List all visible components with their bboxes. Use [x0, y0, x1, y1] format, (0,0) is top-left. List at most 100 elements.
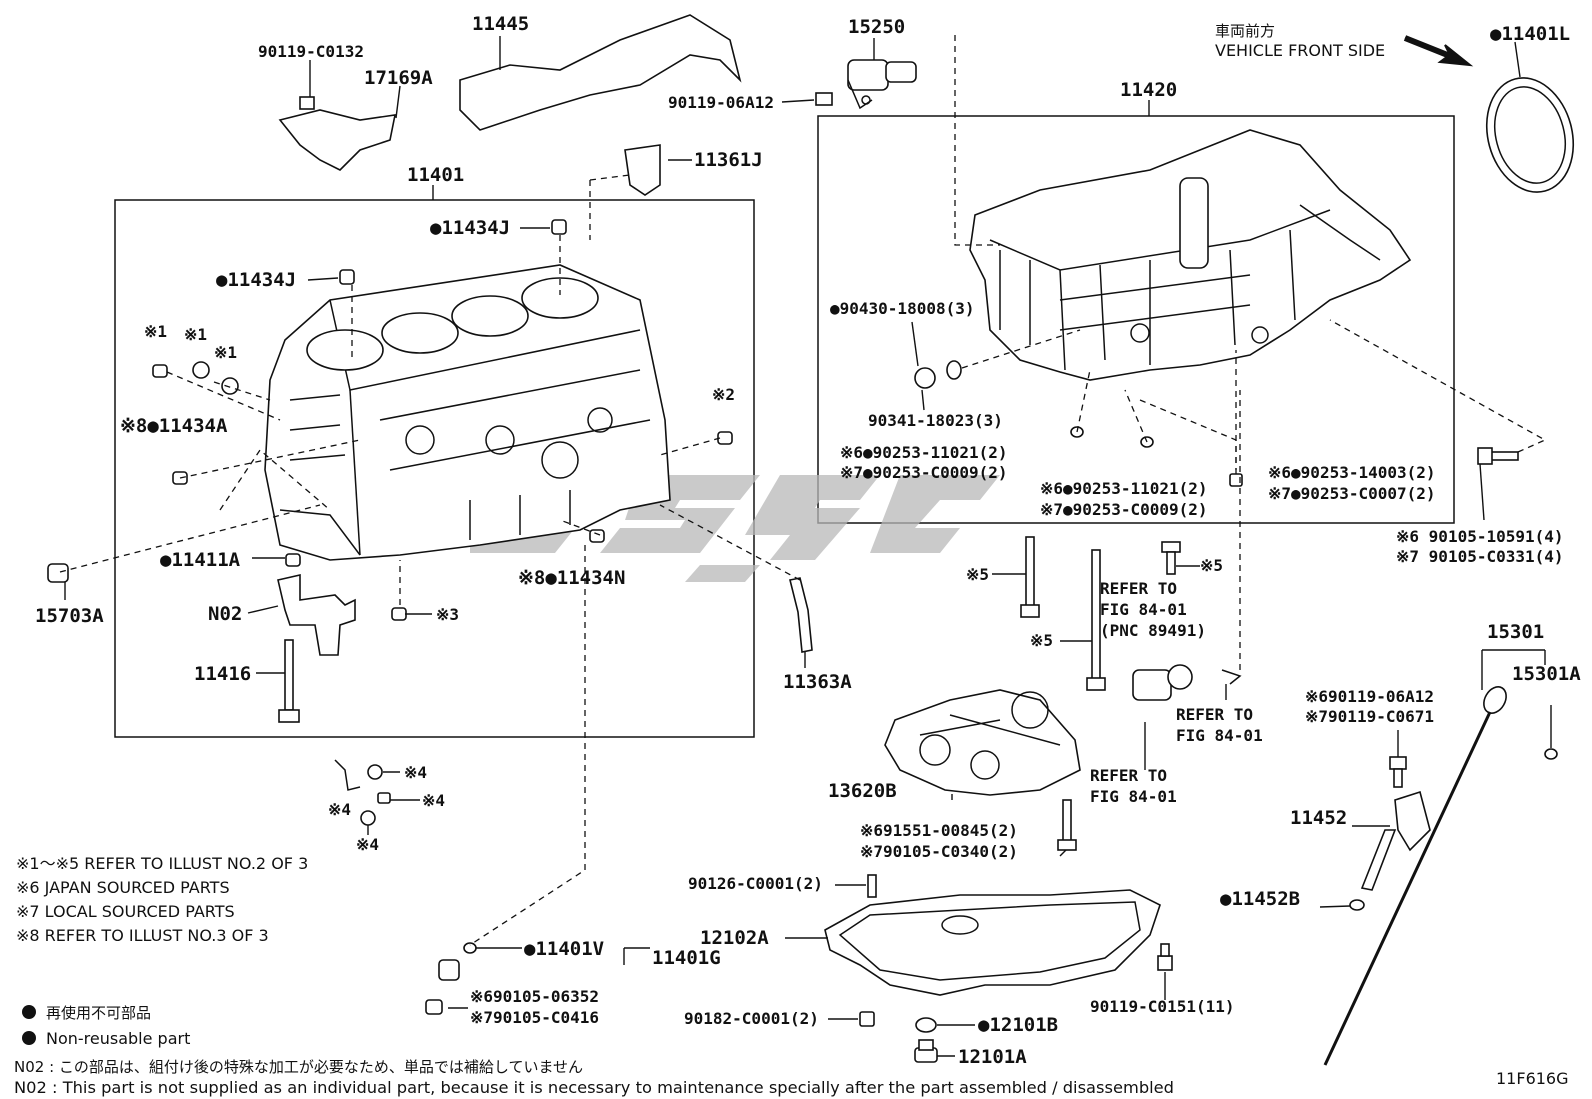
dipstick-guide-11452-drawing — [1360, 790, 1431, 891]
nut-90182 — [859, 1011, 875, 1027]
label-11363A[interactable]: 11363A — [783, 671, 852, 693]
bolt-x5-a — [1020, 536, 1040, 618]
label-15703A[interactable]: 15703A — [35, 605, 104, 627]
label-90105-C0340[interactable]: ※790105-C0340(2) — [860, 842, 1018, 861]
label-12102A[interactable]: 12102A — [700, 927, 769, 949]
bearing-cap-N02-drawing — [277, 573, 356, 656]
label-11420[interactable]: 11420 — [1120, 79, 1177, 101]
refer-fig-1-line2[interactable]: FIG 84-01 — [1100, 600, 1187, 619]
label-90105-06352[interactable]: ※690105-06352 — [470, 987, 599, 1006]
label-15301A[interactable]: 15301A — [1512, 663, 1581, 685]
gasket-11445-drawing — [459, 14, 742, 131]
refer-fig-2-line1[interactable]: REFER TO — [1176, 705, 1253, 724]
label-90253-11021-b[interactable]: ※6●90253-11021(2) — [1040, 479, 1208, 498]
note-3: ※7 LOCAL SOURCED PARTS — [16, 902, 235, 921]
label-x1-b[interactable]: ※1 — [184, 325, 207, 344]
label-90341[interactable]: 90341-18023(3) — [868, 411, 1003, 430]
label-x4-d[interactable]: ※4 — [356, 835, 379, 854]
label-17169A[interactable]: 17169A — [364, 67, 433, 89]
label-x5-a[interactable]: ※5 — [966, 565, 989, 584]
label-11434J-a[interactable]: ●11434J — [430, 217, 510, 239]
label-90253-C0009-a[interactable]: ※7●90253-C0009(2) — [840, 463, 1008, 482]
label-11434A[interactable]: ※8●11434A — [120, 415, 228, 437]
label-90126[interactable]: 90126-C0001(2) — [688, 874, 823, 893]
refer-fig-2-line2[interactable]: FIG 84-01 — [1176, 726, 1263, 745]
label-15301[interactable]: 15301 — [1487, 621, 1544, 643]
label-11445[interactable]: 11445 — [472, 13, 529, 35]
diagram-code: 11F616G — [1496, 1069, 1569, 1088]
label-11434J-b[interactable]: ●11434J — [216, 269, 296, 291]
cylinder-block-group-box — [114, 199, 755, 738]
refer-fig-1-line1[interactable]: REFER TO — [1100, 579, 1177, 598]
label-90105-C0331[interactable]: ※7 90105-C0331(4) — [1396, 547, 1564, 566]
label-90253-C0009-b[interactable]: ※7●90253-C0009(2) — [1040, 500, 1208, 519]
label-90430[interactable]: ●90430-18008(3) — [830, 299, 975, 318]
label-90119-C0132[interactable]: 90119-C0132 — [258, 42, 364, 61]
bolt-90119-C0151-drawing — [1157, 943, 1173, 971]
bolt-90105-10591-drawing — [1477, 447, 1519, 465]
oil-pan-12102A-drawing — [824, 889, 1161, 996]
refer-fig-3-line2[interactable]: FIG 84-01 — [1090, 787, 1177, 806]
dowel-11434N — [589, 529, 605, 543]
oring-15301A — [1544, 748, 1558, 760]
label-11452B[interactable]: ●11452B — [1220, 888, 1300, 910]
label-12101A[interactable]: 12101A — [958, 1046, 1027, 1068]
label-x1-c[interactable]: ※1 — [214, 343, 237, 362]
label-11434N[interactable]: ※8●11434N — [518, 567, 625, 589]
oil-pan-upper-group-box — [817, 115, 1455, 524]
bolt-90119-06A12 — [815, 92, 833, 106]
vehicle-front-jp: 車両前方 — [1215, 22, 1275, 40]
dipstick-15301-drawing — [1323, 686, 1507, 1066]
label-90253-C0007[interactable]: ※7●90253-C0007(2) — [1268, 484, 1436, 503]
dashed-leaders — [59, 35, 1547, 946]
label-91551[interactable]: ※691551-00845(2) — [860, 821, 1018, 840]
label-x2[interactable]: ※2 — [712, 385, 735, 404]
label-90119-06A12-b[interactable]: ※690119-06A12 — [1305, 687, 1434, 706]
cylinder-block-drawing — [264, 264, 671, 561]
oil-level-sensor-drawing — [1132, 664, 1242, 701]
label-90105-10591[interactable]: ※6 90105-10591(4) — [1396, 527, 1564, 546]
refer-fig-3-line1[interactable]: REFER TO — [1090, 766, 1167, 785]
refer-fig-1-line3[interactable]: (PNC 89491) — [1100, 621, 1206, 640]
oil-pump-13620B-drawing — [884, 689, 1081, 796]
label-12101B[interactable]: ●12101B — [978, 1014, 1058, 1036]
label-11452[interactable]: 11452 — [1290, 807, 1347, 829]
label-15250[interactable]: 15250 — [848, 16, 905, 38]
label-x4-a[interactable]: ※4 — [404, 763, 427, 782]
label-x1-a[interactable]: ※1 — [144, 322, 167, 341]
label-90253-11021-a[interactable]: ※6●90253-11021(2) — [840, 443, 1008, 462]
label-x4-c[interactable]: ※4 — [328, 800, 351, 819]
label-11401[interactable]: 11401 — [407, 164, 464, 186]
label-11416[interactable]: 11416 — [194, 663, 251, 685]
label-11411A[interactable]: ●11411A — [160, 549, 241, 571]
label-x5-b[interactable]: ※5 — [1030, 631, 1053, 650]
label-13620B[interactable]: 13620B — [828, 780, 897, 802]
label-90119-06A12[interactable]: 90119-06A12 — [668, 93, 774, 112]
label-11401L[interactable]: ●11401L — [1490, 23, 1570, 45]
label-11361J[interactable]: 11361J — [694, 149, 763, 171]
pin-x2 — [717, 431, 733, 445]
label-x4-b[interactable]: ※4 — [422, 791, 445, 810]
footnote-jp: N02 : この部品は、組付け後の特殊な加工が必要なため、単品では補給していませ… — [14, 1058, 583, 1076]
pin-x1-a — [152, 364, 168, 378]
label-N02[interactable]: N02 — [208, 603, 242, 625]
label-x5-c[interactable]: ※5 — [1200, 556, 1223, 575]
bolt-x5-c — [1161, 541, 1181, 575]
label-90119-C0151[interactable]: 90119-C0151(11) — [1090, 997, 1235, 1016]
label-11401V[interactable]: ●11401V — [524, 938, 604, 960]
x4-parts-drawing — [334, 759, 391, 826]
vehicle-front-en: VEHICLE FRONT SIDE — [1215, 41, 1385, 60]
dowel-11434J-b — [339, 269, 355, 285]
label-90182[interactable]: 90182-C0001(2) — [684, 1009, 819, 1028]
legend-en: Non-reusable part — [46, 1029, 190, 1048]
label-x3[interactable]: ※3 — [436, 605, 459, 624]
label-90105-C0416[interactable]: ※790105-C0416 — [470, 1008, 599, 1027]
legend-jp: 再使用不可部品 — [46, 1004, 151, 1022]
bolt-90105-06352 — [425, 999, 443, 1015]
label-90253-14003[interactable]: ※6●90253-14003(2) — [1268, 463, 1436, 482]
sensor-15250-drawing — [847, 59, 917, 110]
plug-11401G-drawing — [438, 942, 477, 981]
seal-90430 — [946, 360, 962, 380]
label-90119-C0671[interactable]: ※790119-C0671 — [1305, 707, 1434, 726]
label-11401G[interactable]: 11401G — [652, 947, 721, 969]
